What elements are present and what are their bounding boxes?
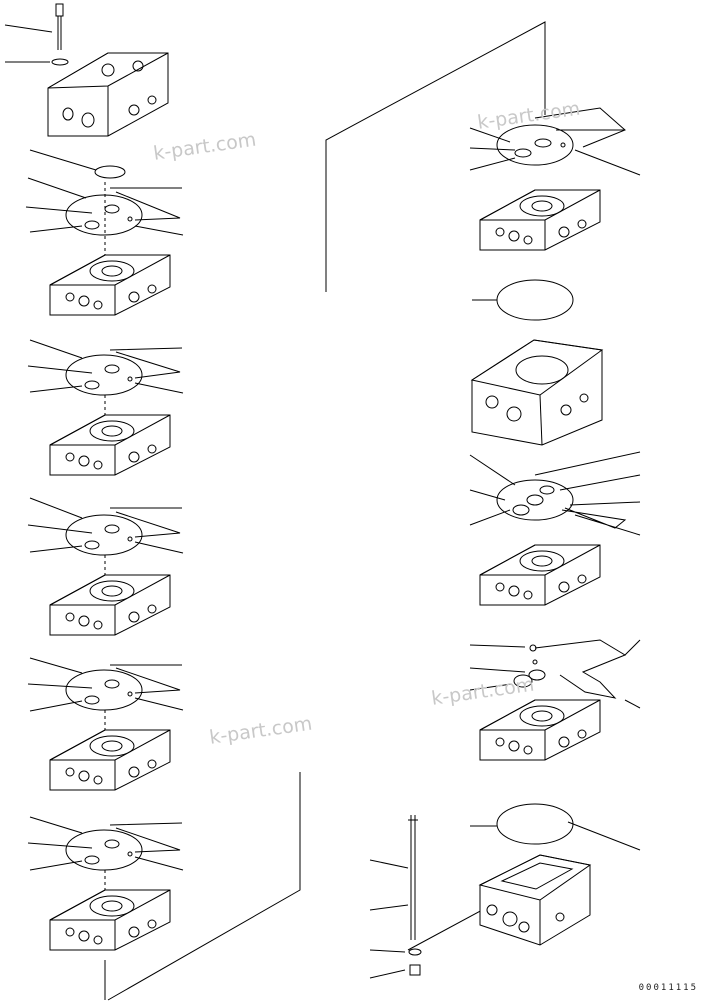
left-leaders bbox=[26, 178, 92, 870]
valve-section-5 bbox=[49, 889, 171, 951]
bolt bbox=[5, 4, 68, 65]
gasket-4 bbox=[65, 669, 143, 711]
washer bbox=[409, 949, 421, 955]
valve-section-r3 bbox=[479, 699, 601, 761]
gasket-1 bbox=[65, 194, 143, 236]
valve-section-4 bbox=[49, 729, 171, 791]
end-block bbox=[472, 340, 602, 445]
valve-section-r1 bbox=[479, 189, 601, 251]
gasket-5 bbox=[65, 829, 143, 871]
tie-rod bbox=[370, 815, 418, 940]
drawing-code: 00011115 bbox=[638, 983, 698, 993]
cover-seal bbox=[497, 280, 573, 320]
end-cover bbox=[480, 855, 590, 945]
valve-section-1 bbox=[49, 254, 171, 316]
gasket-r1 bbox=[497, 125, 573, 165]
valve-section-r2 bbox=[479, 544, 601, 606]
right-stack bbox=[370, 108, 640, 978]
top-cover bbox=[48, 53, 168, 136]
o-ring bbox=[95, 166, 125, 178]
connector-line-1 bbox=[326, 22, 545, 292]
gasket-r2 bbox=[497, 480, 573, 520]
right-leaders bbox=[110, 188, 183, 870]
left-stack bbox=[5, 4, 183, 1000]
valve-section-2 bbox=[49, 414, 171, 476]
valve-section-3 bbox=[49, 574, 171, 636]
end-cover-seal bbox=[497, 804, 573, 844]
gasket-3 bbox=[65, 514, 143, 556]
connector-line-2 bbox=[108, 772, 300, 1000]
gasket-2 bbox=[65, 354, 143, 396]
nut bbox=[410, 965, 420, 975]
